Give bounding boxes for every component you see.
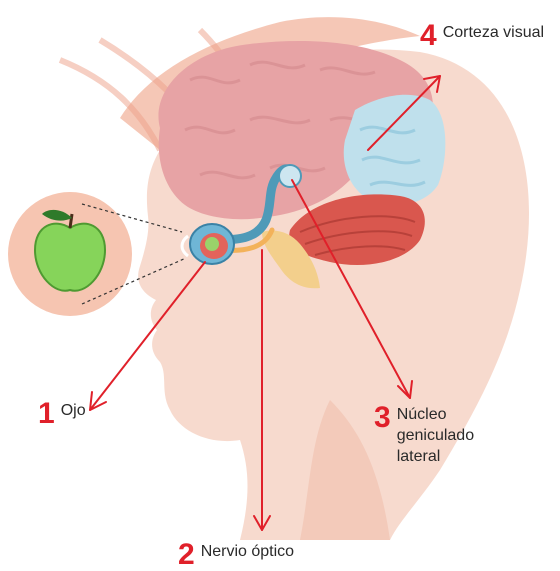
pupil bbox=[205, 237, 219, 251]
label-eye-text: Ojo bbox=[61, 400, 86, 421]
label-lgn-number: 3 bbox=[374, 404, 391, 432]
label-visual-cortex: 4 Corteza visual bbox=[420, 22, 544, 50]
label-visual-cortex-number: 4 bbox=[420, 22, 437, 50]
label-optic-nerve-number: 2 bbox=[178, 541, 195, 569]
label-lgn-text: Núcleo geniculado lateral bbox=[397, 404, 507, 467]
apple-stem bbox=[70, 214, 72, 228]
visual-cortex-region bbox=[344, 95, 446, 205]
label-optic-nerve-text: Nervio óptico bbox=[201, 541, 294, 562]
lateral-geniculate-nucleus bbox=[279, 165, 301, 187]
apple-icon bbox=[35, 224, 105, 291]
label-eye: 1 Ojo bbox=[38, 400, 86, 428]
label-visual-cortex-text: Corteza visual bbox=[443, 22, 544, 43]
label-lgn: 3 Núcleo geniculado lateral bbox=[374, 404, 507, 467]
label-eye-number: 1 bbox=[38, 400, 55, 428]
label-optic-nerve: 2 Nervio óptico bbox=[178, 541, 294, 569]
